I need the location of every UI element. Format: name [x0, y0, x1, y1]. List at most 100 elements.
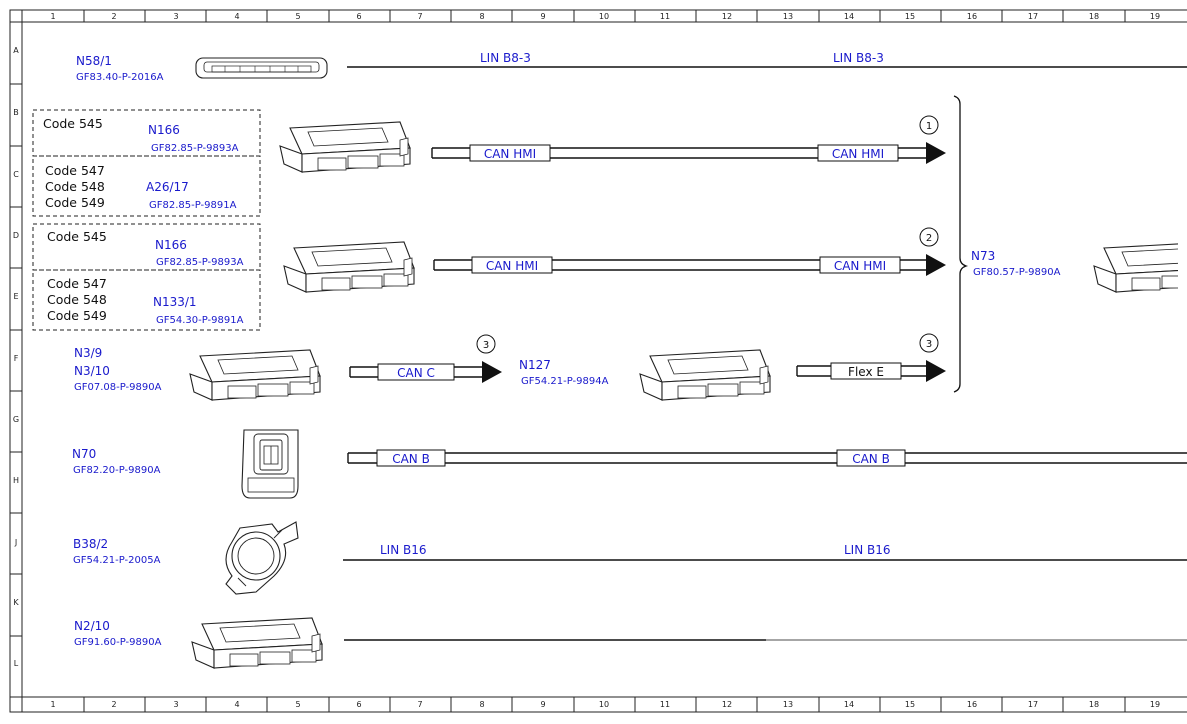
column-label-9: 9 — [540, 700, 545, 709]
can-hmi-1-label-a: CAN HMI — [484, 147, 536, 161]
can-b-badge-b — [836, 449, 906, 467]
column-label-4: 4 — [234, 12, 239, 21]
n73-label: N73 — [971, 249, 995, 263]
n2-10-label: N2/10 — [74, 619, 110, 633]
column-label-7: 7 — [417, 700, 422, 709]
code-549-e: Code 549 — [47, 308, 107, 323]
n127-ref: GF54.21-P-9894A — [521, 376, 609, 387]
column-label-16: 16 — [967, 700, 977, 709]
column-label-11: 11 — [660, 12, 670, 21]
row-label-E: E — [13, 292, 18, 301]
column-label-6: 6 — [356, 12, 361, 21]
n73-bracket — [953, 95, 969, 393]
marker-2-circle — [919, 227, 939, 247]
ecu-module-icon-n127 — [639, 349, 771, 401]
marker-3-label-a: 3 — [483, 340, 489, 351]
ecu-module-icon-n2-10 — [191, 617, 323, 669]
column-label-9: 9 — [540, 12, 545, 21]
flex-e-label: Flex E — [848, 365, 884, 379]
ecu-module-icon-n73 — [1093, 242, 1187, 293]
marker-2-label: 2 — [926, 233, 932, 244]
code-548-c: Code 548 — [45, 179, 105, 194]
column-label-10: 10 — [599, 12, 609, 21]
n70-overhead-control-icon — [241, 429, 299, 499]
n73-clip-mask — [1178, 230, 1187, 310]
column-label-4: 4 — [234, 700, 239, 709]
n133-1-label: N133/1 — [153, 295, 197, 309]
can-hmi-2-arrow-icon — [926, 254, 946, 276]
flex-e-arrow-icon — [926, 360, 946, 382]
column-label-13: 13 — [783, 700, 793, 709]
column-label-13: 13 — [783, 12, 793, 21]
n127-label: N127 — [519, 358, 551, 372]
column-label-17: 17 — [1028, 12, 1038, 21]
can-hmi-1-badge-a — [469, 144, 551, 162]
marker-3-circle-b — [919, 333, 939, 353]
b38-2-rain-light-sensor-icon — [225, 521, 299, 595]
row-label-H: H — [13, 476, 19, 485]
n70-label: N70 — [72, 447, 96, 461]
column-label-17: 17 — [1028, 700, 1038, 709]
flex-e-badge — [830, 362, 902, 380]
n3-10-label: N3/10 — [74, 364, 110, 378]
can-hmi-1-label-b: CAN HMI — [832, 147, 884, 161]
column-label-3: 3 — [173, 12, 178, 21]
column-label-5: 5 — [295, 12, 300, 21]
column-label-14: 14 — [844, 12, 854, 21]
b38-2-ref: GF54.21-P-2005A — [73, 555, 161, 566]
column-dividers — [83, 10, 1126, 712]
row-dividers — [10, 83, 22, 637]
lin-b8-3-label-2: LIN B8-3 — [833, 51, 884, 65]
n166-b-ref: GF82.85-P-9893A — [151, 143, 239, 154]
row-label-F: F — [14, 354, 19, 363]
can-hmi-2-badge-b — [819, 256, 901, 274]
column-label-1: 1 — [50, 12, 55, 21]
column-label-2: 2 — [111, 700, 116, 709]
can-hmi-1-badge-b — [817, 144, 899, 162]
marker-1-label: 1 — [926, 121, 932, 132]
code-548-e: Code 548 — [47, 292, 107, 307]
ecu-module-icon-f — [189, 349, 321, 401]
n166-b-label: N166 — [148, 123, 180, 137]
row-label-K: K — [13, 598, 19, 607]
can-c-label: CAN C — [397, 366, 435, 380]
ecu-module-icon-b — [279, 121, 411, 173]
code-545-d: Code 545 — [47, 229, 107, 244]
column-label-8: 8 — [479, 12, 484, 21]
column-label-19: 19 — [1150, 700, 1160, 709]
column-label-16: 16 — [967, 12, 977, 21]
column-label-7: 7 — [417, 12, 422, 21]
code-549-c: Code 549 — [45, 195, 105, 210]
column-label-14: 14 — [844, 700, 854, 709]
column-label-5: 5 — [295, 700, 300, 709]
n73-ref: GF80.57-P-9890A — [973, 267, 1061, 278]
code-box-547-e — [32, 269, 261, 331]
column-label-8: 8 — [479, 700, 484, 709]
n58-1-control-panel-icon — [195, 57, 328, 79]
column-label-12: 12 — [722, 700, 732, 709]
n166-d-label: N166 — [155, 238, 187, 252]
n166-d-ref: GF82.85-P-9893A — [156, 257, 244, 268]
n133-1-ref: GF54.30-P-9891A — [156, 315, 244, 326]
row-label-J: J — [14, 538, 17, 547]
row-label-D: D — [13, 231, 19, 240]
marker-3-label-b: 3 — [926, 339, 932, 350]
frame-outer — [9, 9, 1187, 713]
column-label-2: 2 — [111, 12, 116, 21]
column-label-12: 12 — [722, 12, 732, 21]
code-545-b: Code 545 — [43, 116, 103, 131]
row-label-L: L — [14, 659, 19, 668]
column-label-18: 18 — [1089, 700, 1099, 709]
row-label-G: G — [13, 415, 19, 424]
code-box-547-c — [32, 155, 261, 217]
lin-b8-3-label-1: LIN B8-3 — [480, 51, 531, 65]
a26-17-ref: GF82.85-P-9891A — [149, 200, 237, 211]
row-label-C: C — [13, 170, 19, 179]
column-label-10: 10 — [599, 700, 609, 709]
can-b-label-b: CAN B — [852, 452, 890, 466]
column-label-11: 11 — [660, 700, 670, 709]
